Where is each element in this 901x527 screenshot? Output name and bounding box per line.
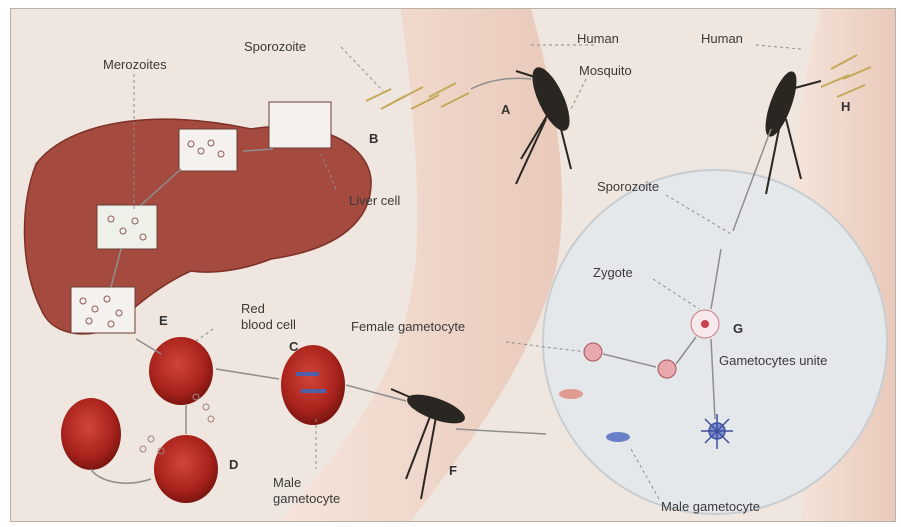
label-sporozoite-top: Sporozoite <box>244 39 306 54</box>
liver-cell-box-2 <box>269 102 331 148</box>
label-human-right: Human <box>701 31 743 46</box>
stage-c: C <box>289 339 299 354</box>
stage-h: H <box>841 99 850 114</box>
stage-a: A <box>501 102 511 117</box>
label-male-1: Male <box>273 475 301 490</box>
human-arm-left <box>281 9 562 521</box>
label-red-1: Red <box>241 301 265 316</box>
stage-g: G <box>733 321 743 336</box>
red-blood-cell-e <box>149 337 213 405</box>
label-liver-cell: Liver cell <box>349 193 400 208</box>
red-blood-cell-d <box>154 435 218 503</box>
label-male-gametocyte-gut: Male gametocyte <box>661 499 760 514</box>
diagram-frame: Sporozoite Human Human Mosquito Merozoit… <box>10 8 896 522</box>
label-mosquito: Mosquito <box>579 63 632 78</box>
label-zygote: Zygote <box>593 265 633 280</box>
liver-cell-box-3 <box>97 205 157 249</box>
liver-cell-box-4 <box>71 287 135 333</box>
label-human-left: Human <box>577 31 619 46</box>
label-red-2: blood cell <box>241 317 296 332</box>
label-female-gametocyte: Female gametocyte <box>351 319 465 334</box>
red-blood-cell-left <box>61 398 121 470</box>
label-sporozoite-gut: Sporozoite <box>597 179 659 194</box>
label-merozoites: Merozoites <box>103 57 167 72</box>
malaria-life-cycle-diagram: Sporozoite Human Human Mosquito Merozoit… <box>11 9 895 521</box>
stage-d: D <box>229 457 238 472</box>
mosquito-gut-circle <box>543 170 887 514</box>
stage-b: B <box>369 131 378 146</box>
female-gametocyte-gut <box>584 343 602 361</box>
merged-gametocyte <box>658 360 676 378</box>
stage-f: F <box>449 463 457 478</box>
label-male-2: gametocyte <box>273 491 340 506</box>
stage-e: E <box>159 313 168 328</box>
liver-cell-box-1 <box>179 129 237 171</box>
red-blood-cell-c <box>281 345 345 425</box>
label-gametocytes-unite: Gametocytes unite <box>719 353 827 368</box>
